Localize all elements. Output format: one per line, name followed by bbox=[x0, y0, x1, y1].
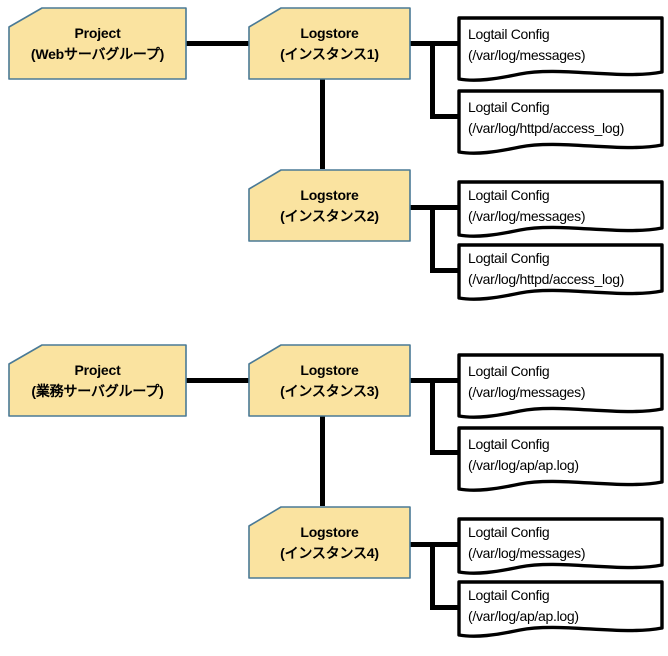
connector-logstore1-logstore2 bbox=[320, 79, 325, 169]
config-shape-1-2-2 bbox=[457, 243, 664, 301]
connector-logstore3-stem bbox=[410, 378, 435, 383]
project-shape-1 bbox=[8, 7, 187, 80]
connector-logstore2-branch-1 bbox=[430, 205, 459, 210]
config-shape-2-1-1 bbox=[457, 353, 664, 419]
connector-logstore1-branch-2 bbox=[430, 114, 459, 119]
logstore-shape-4 bbox=[248, 506, 411, 579]
connector-logstore4-stem bbox=[410, 542, 435, 547]
connector-project2-logstore3 bbox=[186, 378, 249, 383]
connector-logstore1-branch-1 bbox=[430, 41, 459, 46]
connector-logstore4-branch-2 bbox=[430, 605, 459, 610]
connector-logstore3-branch-1 bbox=[430, 378, 459, 383]
logstore-shape-1 bbox=[248, 7, 411, 80]
connector-logstore2-branch-2 bbox=[430, 268, 459, 273]
config-shape-2-1-2 bbox=[457, 426, 664, 492]
connector-logstore3-branch-2 bbox=[430, 450, 459, 455]
connector-logstore2-stem bbox=[410, 205, 435, 210]
connector-logstore2-trunk bbox=[430, 205, 435, 273]
config-shape-2-2-2 bbox=[457, 580, 664, 638]
connector-logstore1-stem bbox=[410, 41, 435, 46]
config-shape-1-2-1 bbox=[457, 180, 664, 238]
config-shape-1-1-2 bbox=[457, 89, 664, 155]
logstore-shape-2 bbox=[248, 169, 411, 242]
logstore-shape-3 bbox=[248, 344, 411, 417]
connector-logstore4-trunk bbox=[430, 542, 435, 610]
connector-logstore3-logstore4 bbox=[320, 416, 325, 506]
connector-project1-logstore1 bbox=[186, 41, 249, 46]
connector-logstore4-branch-1 bbox=[430, 542, 459, 547]
config-shape-1-1-1 bbox=[457, 16, 664, 82]
connector-logstore1-trunk bbox=[430, 41, 435, 119]
connector-logstore3-trunk bbox=[430, 378, 435, 455]
config-shape-2-2-1 bbox=[457, 517, 664, 575]
project-shape-2 bbox=[8, 344, 187, 417]
